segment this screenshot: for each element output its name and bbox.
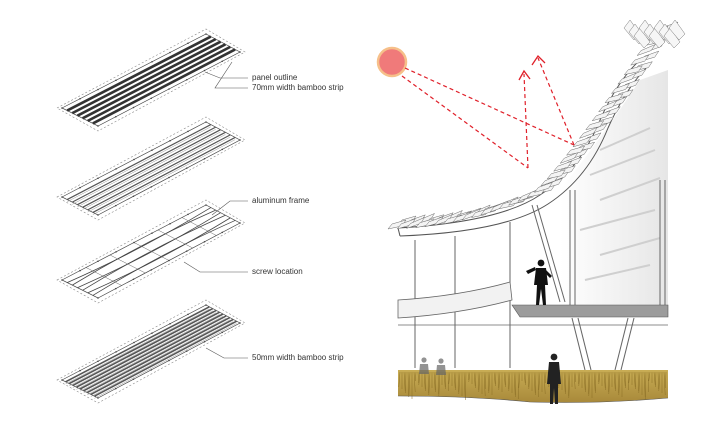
label-bamboo-70: 70mm width bamboo strip (252, 83, 344, 92)
label-screw-location: screw location (252, 267, 303, 276)
leader-screw-location (183, 261, 248, 273)
grass-texture (398, 371, 667, 401)
glass-facade (560, 70, 668, 310)
leader-bamboo-50 (205, 347, 248, 359)
sun-rays (401, 57, 575, 169)
ray-arrowheads (518, 54, 546, 81)
sun-icon (376, 46, 408, 78)
leader-aluminum-frame (211, 200, 248, 216)
curved-balcony (397, 281, 513, 319)
glass-reflections (579, 127, 661, 281)
panel-layer-2 (56, 116, 246, 221)
person-silhouette-icon (526, 259, 552, 305)
label-panel-outline: panel outline (252, 73, 298, 82)
label-aluminum-frame: aluminum frame (252, 196, 310, 205)
panel-layer-1 (56, 28, 246, 132)
leader-panel-outline (204, 71, 248, 79)
leader-lines (183, 61, 248, 359)
building-section (376, 19, 686, 404)
panel-layer-4 (56, 299, 246, 404)
label-bamboo-50: 50mm width bamboo strip (252, 353, 344, 362)
leader-bamboo-70 (214, 61, 248, 89)
floor-slab (511, 304, 669, 318)
background-people-icon (419, 357, 446, 375)
roof-shading-panels (387, 19, 686, 230)
panel-layer-3 (56, 199, 246, 304)
person-silhouette-icon (547, 353, 561, 404)
exploded-panel-layers (56, 28, 246, 404)
